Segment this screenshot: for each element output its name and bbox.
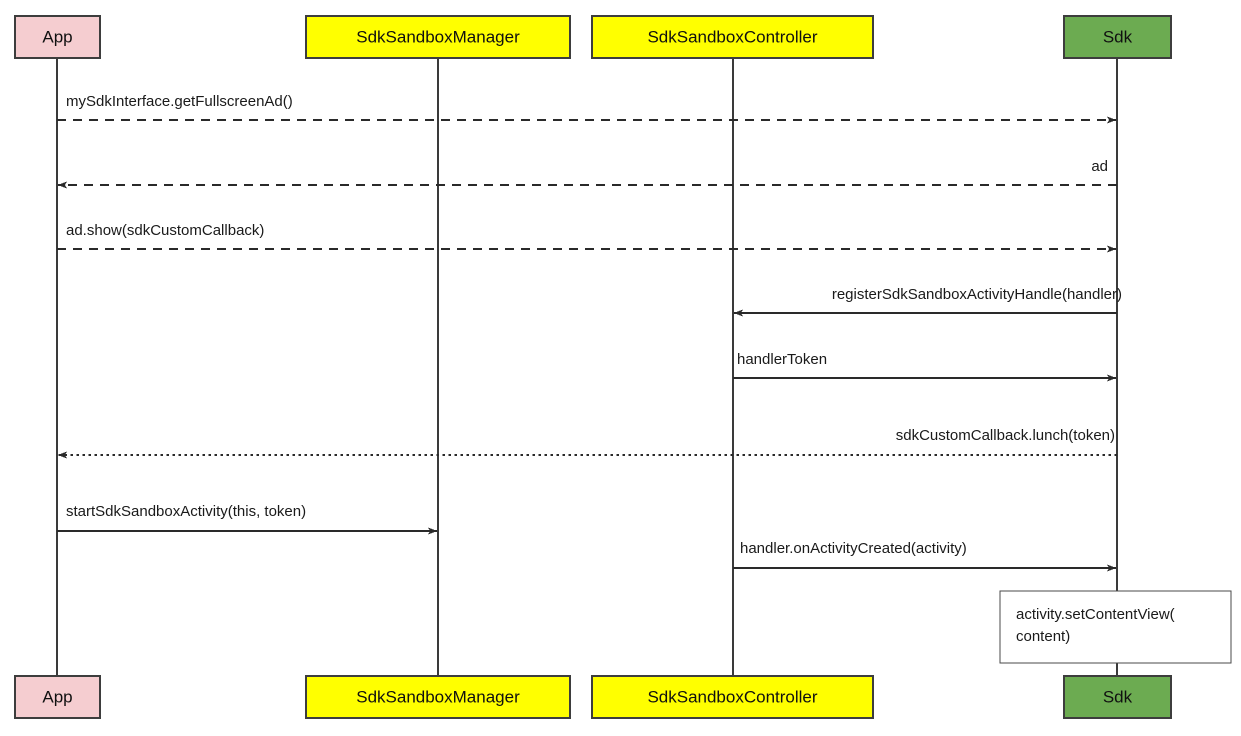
message-label: handler.onActivityCreated(activity) [740, 540, 967, 557]
message-label: registerSdkSandboxActivityHandle(handler… [832, 286, 1122, 303]
lifelines-layer [56, 58, 1118, 676]
participant-app-bottom[interactable]: App [14, 675, 101, 719]
participant-box[interactable] [305, 15, 571, 59]
message-label: ad [1091, 158, 1108, 175]
participants-layer: AppAppSdkSandboxManagerSdkSandboxManager… [14, 15, 1172, 719]
participant-box[interactable] [14, 675, 101, 719]
participant-label: Sdk [1103, 27, 1133, 46]
message-msg-callback-lunch: sdkCustomCallback.lunch(token) [57, 427, 1117, 459]
participant-box[interactable] [14, 15, 101, 59]
participant-sdk-sandbox-manager-bottom[interactable]: SdkSandboxManager [305, 675, 571, 719]
participant-sdk-sandbox-controller-bottom[interactable]: SdkSandboxController [591, 675, 874, 719]
notes-layer: activity.setContentView( content) [999, 590, 1232, 664]
participant-sdk-bottom[interactable]: Sdk [1063, 675, 1172, 719]
participant-label: SdkSandboxController [647, 687, 817, 706]
message-label: startSdkSandboxActivity(this, token) [66, 503, 306, 520]
message-label: ad.show(sdkCustomCallback) [66, 222, 264, 239]
note-box [999, 590, 1232, 664]
participant-box[interactable] [591, 15, 874, 59]
message-label: mySdkInterface.getFullscreenAd() [66, 93, 293, 110]
message-msg-ad: ad [57, 158, 1117, 189]
message-msg-on-activity-created: handler.onActivityCreated(activity) [733, 540, 1117, 572]
participant-label: Sdk [1103, 687, 1133, 706]
message-msg-start-activity: startSdkSandboxActivity(this, token) [57, 503, 438, 535]
note-text-line: content) [1016, 628, 1070, 645]
participant-box[interactable] [305, 675, 571, 719]
participant-sdk-sandbox-controller-top[interactable]: SdkSandboxController [591, 15, 874, 59]
participant-box[interactable] [1063, 675, 1172, 719]
participant-sdk-top[interactable]: Sdk [1063, 15, 1172, 59]
message-msg-handler-token: handlerToken [733, 351, 1117, 382]
participant-label: App [42, 27, 72, 46]
participant-box[interactable] [591, 675, 874, 719]
participant-label: SdkSandboxManager [356, 687, 520, 706]
message-msg-ad-show: ad.show(sdkCustomCallback) [57, 222, 1117, 253]
participant-label: App [42, 687, 72, 706]
participant-label: SdkSandboxManager [356, 27, 520, 46]
participant-box[interactable] [1063, 15, 1172, 59]
participant-label: SdkSandboxController [647, 27, 817, 46]
message-label: handlerToken [737, 351, 827, 368]
messages-layer: mySdkInterface.getFullscreenAd() ad ad.sho… [57, 93, 1122, 572]
note-text-line: activity.setContentView( [1016, 606, 1175, 623]
participant-app-top[interactable]: App [14, 15, 101, 59]
message-label: sdkCustomCallback.lunch(token) [896, 427, 1115, 444]
participant-sdk-sandbox-manager-top[interactable]: SdkSandboxManager [305, 15, 571, 59]
message-msg-register-handle: registerSdkSandboxActivityHandle(handler… [733, 286, 1122, 317]
message-msg-get-fullscreen-ad: mySdkInterface.getFullscreenAd() [57, 93, 1117, 124]
note-note-set-content-view: activity.setContentView( content) [999, 590, 1232, 664]
